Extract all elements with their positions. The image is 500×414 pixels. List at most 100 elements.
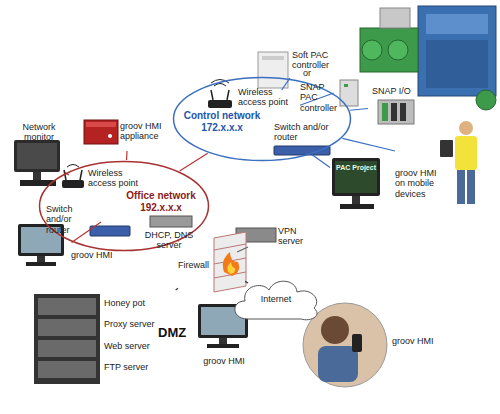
office-access-point-icon-part bbox=[80, 170, 82, 180]
node-text: Switch and/or router bbox=[46, 204, 90, 235]
snap-io-icon bbox=[378, 100, 414, 124]
node-text: DMZ bbox=[158, 326, 190, 341]
soft-pac-icon bbox=[258, 52, 288, 88]
appliance-icon-part bbox=[84, 120, 118, 144]
access-point-icon bbox=[208, 80, 232, 109]
node-text: Switch and/or router bbox=[274, 122, 350, 143]
device-label: Switch and/or router bbox=[46, 204, 130, 240]
person-icon-part bbox=[457, 170, 465, 204]
firewall-icon-part bbox=[227, 262, 235, 274]
node-text: Honey pot bbox=[104, 298, 164, 308]
person-icon-part bbox=[467, 170, 475, 204]
workstation-icon bbox=[332, 158, 380, 209]
device-label: groov HMI appliance bbox=[82, 115, 174, 151]
device-label: DHCP, DNS server bbox=[136, 214, 202, 250]
network-monitor-icon-part bbox=[17, 143, 57, 169]
node-text: groov HMI appliance bbox=[120, 121, 172, 142]
industrial-machine bbox=[360, 6, 496, 110]
firewall-icon bbox=[214, 232, 246, 292]
network-ellipse: Control network 172.x.x.xWireless access… bbox=[172, 76, 352, 162]
device-label: VPN server bbox=[234, 222, 306, 252]
device-label: groov HMI on mobile devices bbox=[395, 118, 495, 208]
server-rack-part bbox=[38, 298, 96, 315]
network-ellipse: Office network 192.x.x.xWireless access … bbox=[38, 160, 210, 252]
node-text: PAC Project bbox=[335, 164, 377, 172]
industrial-machine-part bbox=[426, 14, 488, 34]
workstation-icon-part bbox=[352, 196, 360, 204]
internet-cloud: Internet bbox=[228, 276, 324, 322]
node-text: Web server bbox=[104, 341, 164, 351]
snap-io-icon-part bbox=[382, 103, 388, 121]
node-text: groov HMI on mobile devices bbox=[395, 168, 439, 199]
network-monitor-icon-part bbox=[14, 140, 60, 172]
soft-pac-icon-part bbox=[262, 56, 284, 60]
server-rack-part bbox=[34, 294, 100, 384]
node-text: SNAP I/O bbox=[372, 86, 418, 96]
person-icon-part bbox=[459, 121, 473, 135]
phone-user-photo-part bbox=[352, 334, 362, 352]
device-label: Network monitor bbox=[5, 122, 69, 192]
network-link bbox=[173, 128, 174, 129]
firewall-icon-part bbox=[214, 244, 246, 250]
workstation-icon-part bbox=[340, 204, 374, 209]
access-point-icon-part bbox=[208, 100, 232, 108]
node-text: Network monitor bbox=[9, 122, 69, 143]
cloud-shape bbox=[235, 281, 317, 320]
industrial-machine-part bbox=[418, 6, 496, 96]
office-switch-icon bbox=[90, 226, 130, 236]
office-access-point-icon-part bbox=[67, 165, 79, 168]
network-monitor-icon-part bbox=[33, 172, 41, 180]
node-text: Wireless access point bbox=[88, 168, 144, 189]
node-text: Office network 192.x.x.x bbox=[116, 190, 206, 213]
network-link bbox=[72, 222, 101, 242]
bottom-monitor-icon-part bbox=[219, 338, 227, 344]
node-text: groov HMI bbox=[392, 336, 438, 346]
industrial-machine-part bbox=[380, 8, 410, 28]
industrial-machine-part bbox=[360, 28, 418, 72]
network-link bbox=[342, 138, 395, 151]
person-icon-part bbox=[440, 140, 453, 157]
network-link bbox=[237, 247, 248, 252]
device-label: Wireless access point bbox=[205, 84, 300, 112]
person-icon bbox=[440, 121, 477, 204]
network-link bbox=[350, 108, 368, 110]
access-point-icon-part bbox=[211, 90, 213, 100]
device-label: SNAP I/O bbox=[368, 86, 418, 126]
node-text: groov HMI bbox=[71, 250, 115, 260]
node-text: FTP server bbox=[104, 362, 164, 372]
node-text: SNAP PAC controller bbox=[300, 82, 338, 113]
node-text: Control network 172.x.x.x bbox=[176, 110, 268, 133]
node-text: Soft PAC controller bbox=[292, 50, 336, 71]
appliance-icon-part bbox=[86, 122, 116, 127]
network-link bbox=[176, 288, 178, 290]
soft-pac-icon-part bbox=[258, 52, 288, 88]
snap-pac-icon-part bbox=[344, 84, 348, 87]
snap-io-icon-part bbox=[391, 103, 397, 121]
left-monitor-icon-part bbox=[26, 262, 56, 266]
industrial-machine-part bbox=[426, 40, 488, 88]
node-text: Firewall bbox=[178, 260, 218, 270]
ellipse-shape bbox=[174, 78, 351, 161]
node-text: Internet bbox=[246, 294, 306, 304]
node-text: Wireless access point bbox=[238, 87, 298, 108]
node-text: VPN server bbox=[278, 226, 306, 247]
network-link bbox=[180, 153, 208, 171]
network-monitor-icon bbox=[14, 140, 60, 186]
network-link bbox=[312, 155, 330, 168]
firewall-icon-part bbox=[214, 232, 246, 292]
ellipse-shape bbox=[40, 162, 209, 251]
device-label: SNAP PAC controller bbox=[300, 80, 362, 108]
server-rack bbox=[34, 294, 100, 384]
dmz-box: Honey potProxy serverWeb serverFTP serve… bbox=[30, 290, 190, 385]
network-link bbox=[245, 281, 248, 283]
industrial-machine-part bbox=[476, 90, 496, 110]
firewall-box: Firewall bbox=[178, 232, 248, 294]
phone-user-photo-part bbox=[318, 346, 358, 382]
firewall-icon-part bbox=[223, 252, 239, 276]
device-label: Wireless access point bbox=[60, 164, 146, 192]
industrial-machine-part bbox=[362, 40, 382, 60]
snap-io-icon-part bbox=[378, 100, 414, 124]
